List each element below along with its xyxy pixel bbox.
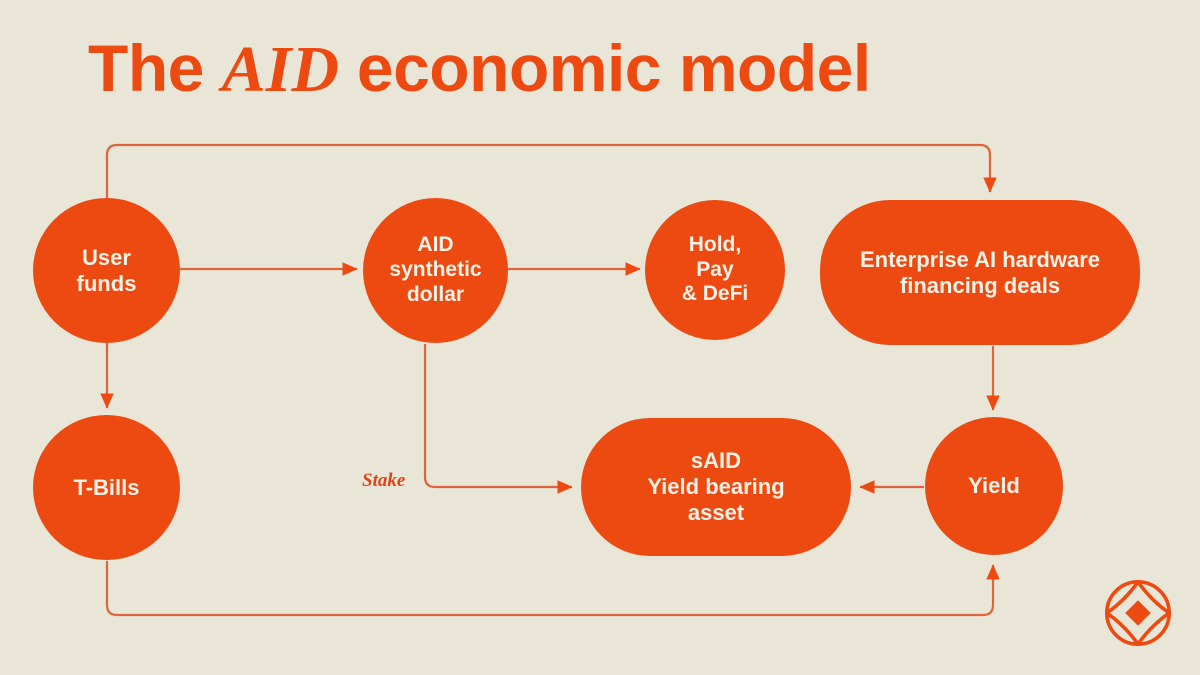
node-enterprise-label: Enterprise AI hardware financing deals	[859, 246, 1101, 298]
node-hold-pay-defi-label: Hold, Pay & DeFi	[681, 232, 749, 306]
node-aid-synthetic-dollar-label: AID synthetic dollar	[389, 233, 482, 306]
node-yield[interactable]: Yield	[925, 417, 1063, 555]
node-said-label: sAID Yield bearing asset	[647, 448, 785, 525]
node-t-bills-label: T-Bills	[73, 474, 140, 500]
node-yield-label: Yield	[968, 473, 1020, 499]
edge-label-stake: Stake	[362, 470, 406, 491]
title-prefix: The	[88, 31, 222, 105]
edge-aid-to-said	[423, 344, 573, 494]
node-user-funds-label: User funds	[76, 244, 137, 296]
node-t-bills[interactable]: T-Bills	[33, 415, 180, 560]
edge-user-funds-to-enterprise	[105, 143, 997, 200]
node-hold-pay-defi[interactable]: Hold, Pay & DeFi	[645, 200, 785, 340]
node-enterprise-ai-hardware-financing[interactable]: Enterprise AI hardware financing deals	[820, 200, 1140, 345]
node-aid-synthetic-dollar[interactable]: AID synthetic dollar	[363, 198, 508, 343]
four-petal-circle-logo	[1105, 580, 1171, 646]
node-user-funds[interactable]: User funds	[33, 198, 180, 343]
node-said-yield-bearing-asset[interactable]: sAID Yield bearing asset	[581, 418, 851, 556]
page-title: The AID economic model	[88, 35, 871, 103]
edge-t-bills-to-yield	[105, 561, 1000, 617]
title-emphasis: AID	[221, 33, 340, 106]
title-suffix: economic model	[339, 31, 871, 105]
